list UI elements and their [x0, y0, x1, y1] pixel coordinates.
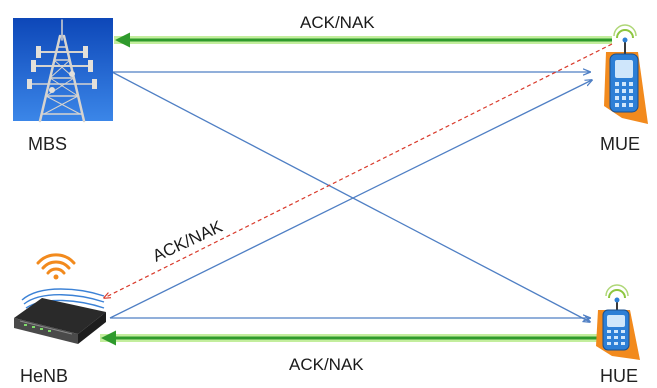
- diagonal-feedback-label: ACK/NAK: [150, 217, 226, 266]
- bottom-feedback-label: ACK/NAK: [289, 355, 364, 374]
- mbs-label: MBS: [28, 134, 67, 154]
- link-henb-mue: [109, 80, 592, 319]
- henb-label: HeNB: [20, 366, 68, 386]
- link-mbs-hue: [111, 71, 590, 322]
- interference-feedback-arrow: [104, 43, 613, 298]
- top-feedback-label: ACK/NAK: [300, 13, 375, 32]
- mue-label: MUE: [600, 134, 640, 154]
- wifi-router-icon: [14, 253, 106, 344]
- mobile-phone-icon: [604, 24, 648, 124]
- hue-label: HUE: [600, 366, 638, 386]
- mobile-phone-icon: [596, 284, 640, 360]
- cell-tower-icon: [13, 18, 113, 123]
